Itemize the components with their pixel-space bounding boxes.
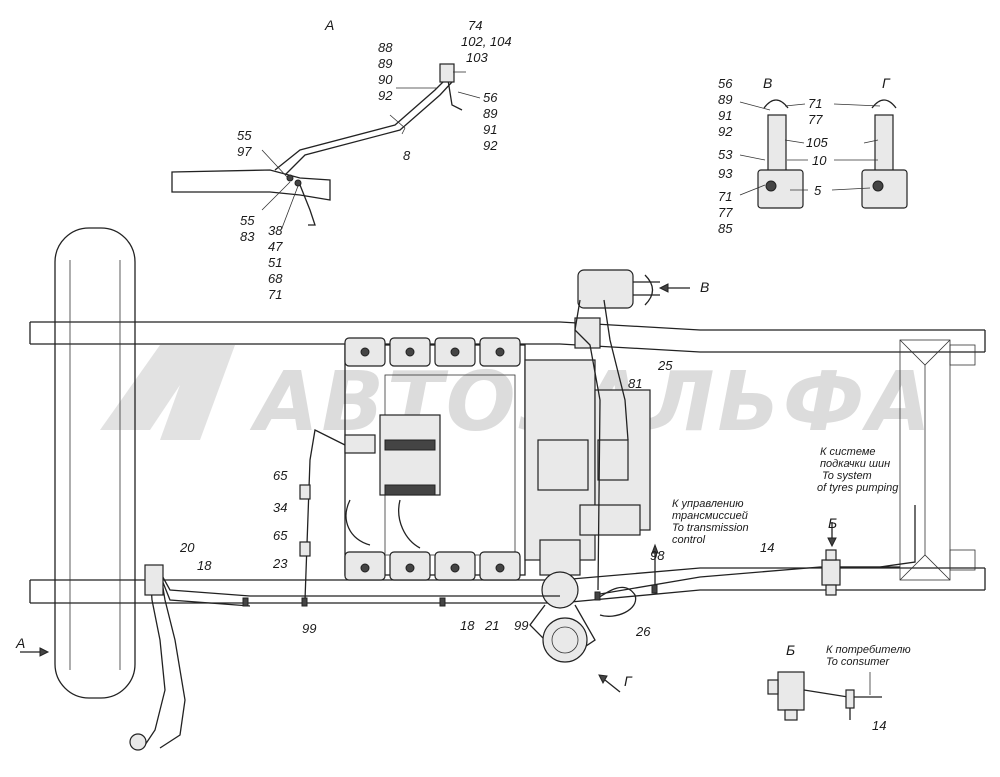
view-arrows (20, 283, 837, 693)
v-r-1: 71 (808, 96, 822, 111)
m-23: 23 (272, 556, 288, 571)
v-r-5: 5 (814, 183, 822, 198)
m-99b: 99 (514, 618, 528, 633)
m-21: 21 (484, 618, 499, 633)
m-26: 26 (635, 624, 651, 639)
a-top-2: 102, 104 (461, 34, 512, 49)
v-lb-2: 77 (718, 205, 733, 220)
v-lm-2: 93 (718, 166, 733, 181)
v-lm-1: 53 (718, 147, 733, 162)
a-bottom-3: 51 (268, 255, 282, 270)
view-a-detail (171, 63, 481, 229)
m-65b: 65 (273, 528, 288, 543)
a-bottom-1: 38 (268, 223, 283, 238)
a-top-1: 74 (468, 18, 482, 33)
a-left-4: 92 (378, 88, 393, 103)
a-right-1: 56 (483, 90, 498, 105)
v-lb-1: 71 (718, 189, 732, 204)
note-tyres-en-2: of tyres pumping (817, 482, 899, 494)
m-98: 98 (650, 548, 665, 563)
a-lowleft-2: 83 (240, 229, 255, 244)
a-bottom-5: 71 (268, 287, 282, 302)
labels: А В Г Б А В Б Г 88 89 90 92 74 102, 104 … (15, 17, 911, 733)
a-top-3: 103 (466, 50, 488, 65)
m-18b: 18 (460, 618, 475, 633)
note-tyres-en-1: To system (822, 470, 872, 482)
m-81: 81 (628, 376, 642, 391)
v-lt-3: 91 (718, 108, 732, 123)
note-trans-ru-1: К управлению (672, 498, 743, 510)
a-upleft-1: 55 (237, 128, 252, 143)
note-tyres-ru-2: подкачки шин (820, 458, 890, 470)
a-left-2: 89 (378, 56, 392, 71)
a-upleft-2: 97 (237, 144, 252, 159)
v-r-4: 10 (812, 153, 827, 168)
a-bottom-4: 68 (268, 271, 283, 286)
v-lt-1: 56 (718, 76, 733, 91)
m-14a: 14 (760, 540, 774, 555)
note-trans-en-2: control (672, 534, 706, 546)
m-14b: 14 (872, 718, 886, 733)
view-b-title: Б (786, 642, 795, 658)
m-65a: 65 (273, 468, 288, 483)
v-r-2: 77 (808, 112, 823, 127)
m-25: 25 (657, 358, 673, 373)
m-18a: 18 (197, 558, 212, 573)
engine-block (344, 269, 660, 663)
air-lines (129, 299, 916, 751)
m-34: 34 (273, 500, 287, 515)
view-g-title: Г (882, 75, 891, 91)
a-bottom-2: 47 (268, 239, 283, 254)
view-b-detail (767, 671, 882, 721)
a-right-4: 92 (483, 138, 498, 153)
m-20: 20 (179, 540, 195, 555)
v-r-3: 105 (806, 135, 828, 150)
a-pipe: 8 (403, 148, 411, 163)
front-wheel (54, 227, 136, 699)
note-tyres-ru-1: К системе (820, 446, 875, 458)
a-lowleft-1: 55 (240, 213, 255, 228)
v-lb-3: 85 (718, 221, 733, 236)
note-consumer-en: To consumer (826, 656, 891, 668)
a-left-3: 90 (378, 72, 393, 87)
view-a-title: А (324, 17, 334, 33)
chassis-frame (29, 321, 986, 604)
m-99a: 99 (302, 621, 316, 636)
arrow-v-label: В (700, 279, 709, 295)
watermark-logo-icon (100, 345, 235, 440)
arrow-a-label: А (15, 635, 25, 651)
arrow-g-label: Г (624, 673, 633, 689)
a-right-3: 91 (483, 122, 497, 137)
a-right-2: 89 (483, 106, 497, 121)
v-lt-2: 89 (718, 92, 732, 107)
note-trans-ru-2: трансмиссией (672, 510, 748, 522)
note-consumer-ru: К потребителю (826, 644, 911, 656)
view-v-detail (739, 99, 808, 209)
a-left-1: 88 (378, 40, 393, 55)
note-trans-en-1: To transmission (672, 522, 749, 534)
view-g-detail (831, 99, 908, 209)
arrow-b-label: Б (828, 515, 837, 531)
v-lt-4: 92 (718, 124, 733, 139)
view-v-title: В (763, 75, 772, 91)
